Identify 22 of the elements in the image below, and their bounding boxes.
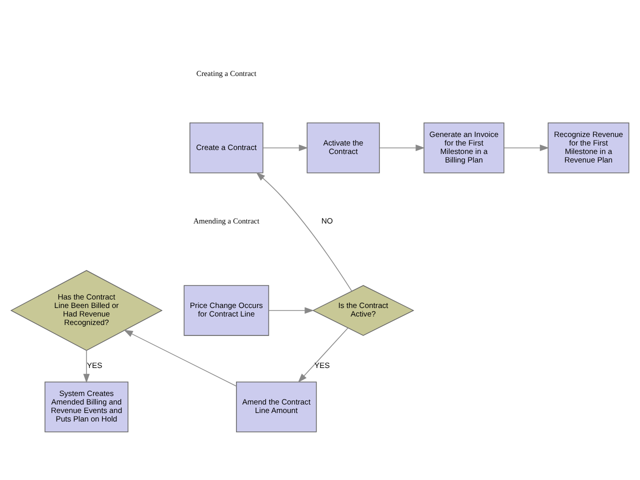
node-box: Activate the Contract xyxy=(306,122,380,173)
arrow xyxy=(256,172,352,291)
node-diamond: Has the Contract Line Been Billed or Had Revenue Recognized? xyxy=(10,270,163,350)
arrow xyxy=(268,306,314,314)
edge-label: YES xyxy=(86,360,102,370)
arrow xyxy=(504,144,550,151)
edge-label: YES xyxy=(314,360,330,370)
label: Amending a Contract xyxy=(193,216,260,226)
arrow xyxy=(83,350,90,383)
arrow xyxy=(124,329,237,386)
node-box: System Creates Amended Billing and Revenue Events and Puts Plan on Hold xyxy=(44,381,128,432)
label: Creating a Contract xyxy=(196,68,256,78)
node-box: Recognize Revenue for the First Milestone in a Revenue Plan xyxy=(548,122,630,173)
node-box: Create a Contract xyxy=(190,122,264,173)
node-box: Amend the Contract Line Amount xyxy=(236,381,317,432)
edge-label: NO xyxy=(321,216,333,226)
arrow xyxy=(379,144,425,151)
node-box: Price Change Occurs for Contract Line xyxy=(184,284,270,336)
arrow xyxy=(262,144,308,151)
node-diamond: Is the Contract Active? xyxy=(312,284,414,336)
node-box: Generate an Invoice for the First Milestone in a Billing Plan xyxy=(424,122,504,173)
arrow xyxy=(298,327,348,382)
